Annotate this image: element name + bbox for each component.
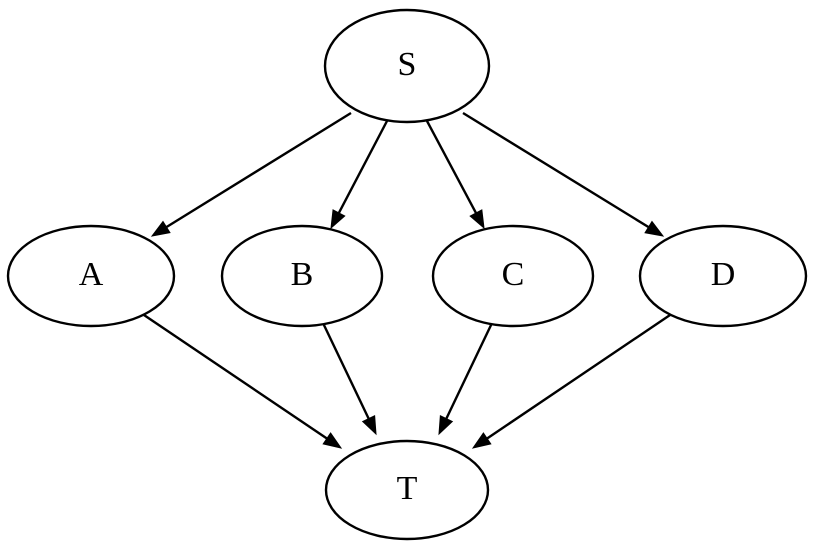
- node-ellipse[interactable]: [638, 224, 808, 328]
- edge-line: [321, 322, 371, 421]
- edge-arrowhead: [330, 209, 346, 230]
- edges-layer: [140, 111, 674, 449]
- node-ellipse[interactable]: [324, 439, 490, 541]
- edge-arrowhead: [322, 432, 343, 449]
- edge-arrowhead: [150, 220, 171, 237]
- node-label: S: [398, 46, 417, 83]
- edge-line: [336, 120, 389, 216]
- edge-line: [484, 312, 674, 441]
- graph-node-s[interactable]: S: [323, 8, 491, 124]
- edge-b-t: [321, 322, 377, 436]
- edge-line: [164, 111, 352, 230]
- node-label: B: [291, 256, 314, 293]
- edge-a-t: [140, 312, 343, 449]
- graph-node-d[interactable]: D: [638, 224, 808, 328]
- node-label: A: [79, 256, 104, 293]
- node-label: C: [502, 256, 525, 293]
- edge-d-t: [471, 312, 674, 449]
- node-ellipse[interactable]: [431, 224, 595, 328]
- edge-s-d: [462, 111, 665, 237]
- nodes-layer: S A B C D T: [6, 8, 808, 541]
- node-ellipse[interactable]: [6, 224, 176, 328]
- graph-node-c[interactable]: C: [431, 224, 595, 328]
- edge-arrowhead: [469, 209, 485, 230]
- edge-arrowhead: [438, 415, 454, 436]
- edge-s-a: [150, 111, 352, 237]
- node-label: D: [711, 256, 736, 293]
- node-ellipse[interactable]: [220, 224, 384, 328]
- edge-arrowhead: [471, 432, 492, 449]
- edge-s-c: [425, 120, 485, 230]
- edge-s-b: [330, 120, 389, 230]
- edge-line: [140, 312, 330, 441]
- edge-arrowhead: [361, 415, 377, 436]
- node-ellipse[interactable]: [323, 8, 491, 124]
- graph-node-b[interactable]: B: [220, 224, 384, 328]
- node-label: T: [397, 470, 418, 507]
- edge-line: [462, 111, 651, 230]
- graph-node-a[interactable]: A: [6, 224, 176, 328]
- edge-line: [444, 322, 494, 421]
- edge-c-t: [438, 322, 494, 436]
- graph-node-t[interactable]: T: [324, 439, 490, 541]
- edge-line: [425, 120, 479, 216]
- edge-arrowhead: [644, 220, 665, 237]
